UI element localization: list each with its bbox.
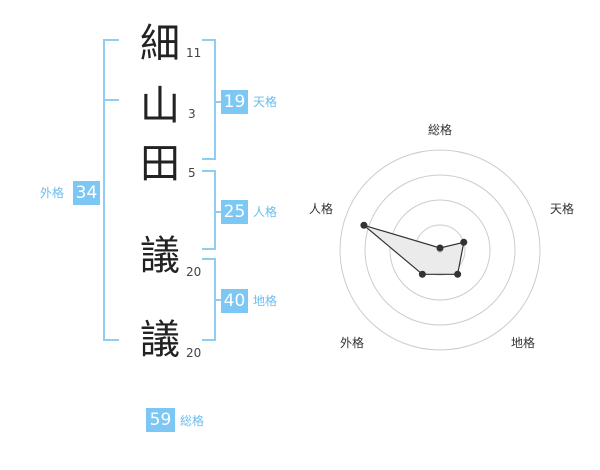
stroke-count-3: 5 — [188, 166, 196, 180]
tenkaku-tick — [214, 101, 222, 103]
radar-label-chikaku: 地格 — [511, 336, 536, 350]
radar-polygon — [363, 224, 465, 275]
soukaku-label: 総格 — [180, 414, 205, 428]
stroke-count-4: 20 — [186, 265, 202, 279]
radar-points — [360, 221, 468, 278]
chikaku-tick — [214, 299, 222, 301]
tenkaku-badge: 19 — [221, 90, 248, 114]
radar-point-4 — [418, 270, 426, 278]
name-char-3: 田 — [140, 141, 180, 187]
radar-ring-2 — [389, 199, 491, 301]
jinkaku-badge: 25 — [221, 200, 248, 224]
radar-point-3 — [454, 270, 462, 278]
name-char-5: 議 — [140, 317, 180, 363]
name-char-1: 細 — [140, 21, 180, 67]
chikaku-badge: 40 — [221, 289, 248, 313]
radar-chart — [339, 149, 541, 351]
soukaku-badge: 59 — [146, 408, 175, 432]
jinkaku-label: 人格 — [253, 205, 278, 219]
name-char-4: 議 — [140, 233, 180, 279]
tenkaku-bracket — [202, 39, 216, 160]
radar-ring-4 — [339, 149, 541, 351]
stroke-count-2: 3 — [188, 107, 196, 121]
radar-point-1 — [436, 244, 444, 252]
jinkaku-bracket — [202, 170, 216, 250]
radar-point-5 — [360, 221, 368, 229]
jinkaku-tick — [214, 211, 222, 213]
radar-label-gaikaku: 外格 — [340, 336, 365, 350]
radar-label-soukaku: 総格 — [428, 123, 453, 137]
radar-point-2 — [460, 238, 468, 246]
chikaku-label: 地格 — [253, 294, 278, 308]
gaikaku-label: 外格 — [40, 186, 65, 200]
stroke-count-5: 20 — [186, 346, 202, 360]
gaikaku-bracket — [103, 39, 119, 341]
stroke-count-1: 11 — [186, 46, 202, 60]
radar-label-tenkaku: 天格 — [550, 202, 575, 216]
tenkaku-label: 天格 — [253, 95, 278, 109]
gaikaku-tick — [103, 99, 119, 101]
radar-label-jinkaku: 人格 — [309, 202, 334, 216]
gaikaku-badge: 34 — [73, 181, 100, 205]
name-char-2: 山 — [140, 83, 180, 129]
radar-ring-3 — [364, 174, 516, 326]
